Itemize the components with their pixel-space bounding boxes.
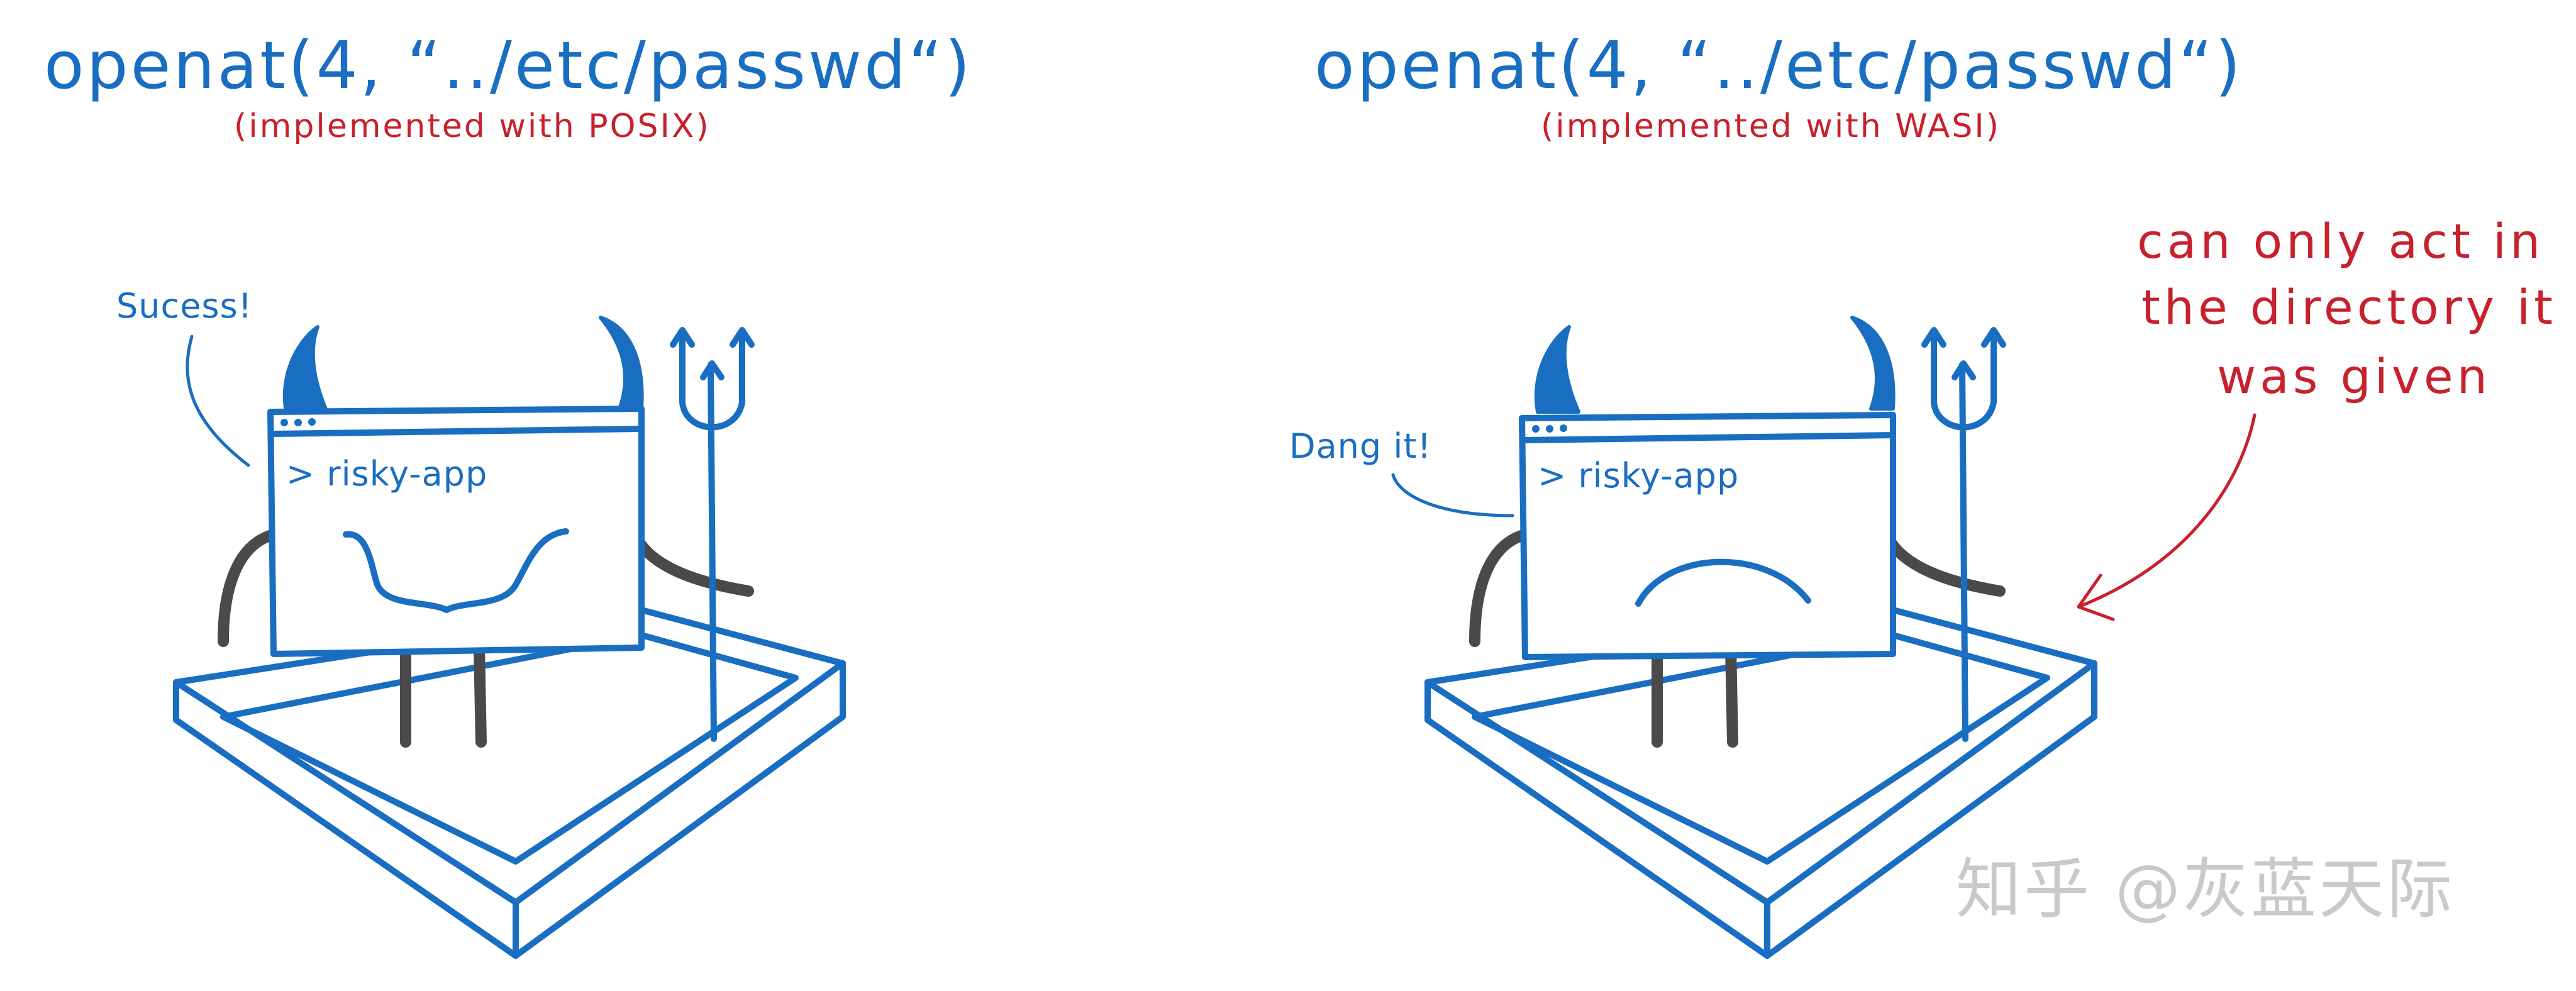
terminal-window-wasi: > risky-app: [1519, 412, 1896, 660]
grin-mouth: [343, 528, 569, 613]
right-horn-wasi: [1850, 316, 1896, 411]
right-arm-wasi: [1884, 535, 2006, 597]
arrow-head-icon: [2077, 573, 2115, 621]
callout-line-3: was given: [2217, 348, 2491, 404]
window-dot-icon: [294, 419, 302, 426]
window-prompt-wasi: > risky-app: [1538, 456, 1739, 496]
window-dot-icon: [1560, 424, 1567, 432]
callout-line-2: the directory it: [2141, 279, 2557, 335]
right-horn-posix: [599, 316, 644, 411]
window-dot-icon: [308, 418, 316, 426]
terminal-window-posix: > risky-app: [267, 406, 645, 657]
sandbox-box-posix: [173, 607, 846, 959]
window-dot-icon: [1532, 425, 1540, 433]
window-dot-icon: [280, 419, 288, 426]
speech-pointer-wasi: [1391, 473, 1514, 518]
right-leg-posix: [474, 642, 487, 748]
panel-wasi: openat(4, “../etc/passwd“) (implemented …: [1289, 27, 2557, 959]
frown-mouth: [1635, 558, 1811, 607]
speech-wasi: Dang it!: [1289, 426, 1431, 466]
callout-arrow: [2077, 413, 2257, 609]
subheading-wasi: (implemented with WASI): [1541, 108, 2001, 145]
window-dot-icon: [1546, 425, 1553, 433]
speech-posix: Sucess!: [116, 286, 252, 326]
window-prompt-posix: > risky-app: [286, 454, 487, 494]
heading-wasi: openat(4, “../etc/passwd“): [1314, 27, 2243, 104]
speech-pointer-posix: [186, 335, 250, 467]
panel-posix: openat(4, “../etc/passwd“) (implemented …: [44, 27, 973, 959]
left-arm-posix: [218, 529, 279, 647]
left-horn-posix: [282, 325, 329, 414]
right-leg-wasi: [1725, 642, 1738, 748]
trident-wasi: [1921, 327, 2006, 742]
left-arm-wasi: [1469, 529, 1531, 647]
subheading-posix: (implemented with POSIX): [234, 108, 711, 145]
trident-posix: [670, 327, 755, 742]
left-horn-wasi: [1534, 325, 1580, 414]
callout-line-1: can only act in: [2137, 213, 2544, 269]
heading-posix: openat(4, “../etc/passwd“): [44, 27, 973, 104]
right-arm-posix: [633, 535, 754, 597]
watermark: 知乎 @灰蓝天际: [1956, 851, 2455, 927]
